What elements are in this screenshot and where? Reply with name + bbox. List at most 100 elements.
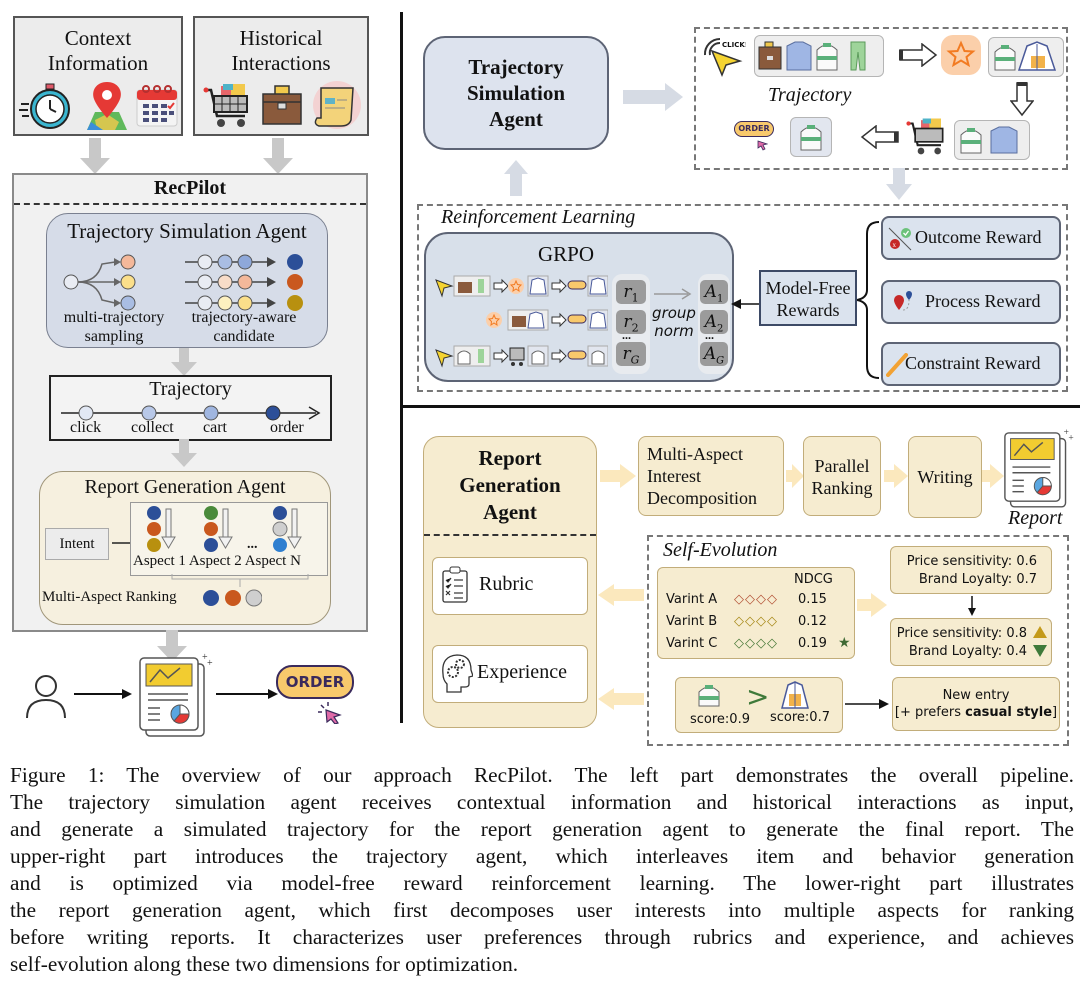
trajectory-aware-candidate-diagram: [185, 254, 303, 311]
context-title-line2: Information: [47, 51, 149, 75]
context-information-box: Context Information: [13, 16, 183, 136]
model-free-line2: Rewards: [776, 300, 840, 320]
caption-line-3: and generate a simulated trajectory for …: [10, 817, 1074, 841]
ts-agent-title: Trajectory Simulation Agent: [425, 54, 607, 132]
step-parallel-ranking: Parallel Ranking: [803, 436, 881, 516]
new-entry-title: New entry: [942, 688, 1010, 703]
decomposition-line2: Interest: [647, 466, 701, 486]
reinforcement-learning-box: Reinforcement Learning GRPO: [417, 204, 1068, 392]
initial-items: [758, 41, 866, 71]
sweater-item-icon: [698, 685, 720, 707]
best-star-icon: ★: [838, 635, 851, 651]
report-generation-agent-card: Report Generation Agent Rubric Experienc…: [423, 436, 597, 728]
group-norm-arrow: [654, 288, 692, 300]
arrow-agent-to-decomposition: [600, 464, 636, 488]
cart-action-icon: [906, 118, 944, 155]
reward-rg: rG: [616, 342, 646, 366]
candidate-row-1: [185, 254, 303, 270]
user-icon: [26, 675, 66, 719]
recpilot-title: RecPilot: [153, 177, 227, 199]
rg-agent-title-line1: Report: [478, 446, 542, 470]
reward-r1-base: r: [623, 282, 632, 302]
advantage-a1: A1: [700, 280, 728, 304]
svg-text:x: x: [893, 241, 897, 249]
receipt-scroll-icon: [313, 81, 361, 129]
experience-card: Experience: [432, 645, 588, 703]
grpo-trajectories: [435, 275, 608, 368]
arrow-trajectory-to-rl: [886, 168, 912, 200]
cursor-click-icon: [318, 702, 342, 724]
variant-b-name: Varint B: [666, 614, 718, 629]
aspect-1-column: [147, 506, 176, 552]
reward-r1: r1: [616, 280, 646, 304]
calendar-icon: [136, 85, 178, 127]
advantage-a2-sub: 2: [716, 323, 724, 335]
intent-box: Intent: [45, 528, 109, 560]
arrow-user-to-report: [74, 689, 132, 699]
arrow-rewards-to-grpo: [731, 299, 759, 309]
rubric-card: Rubric: [432, 557, 588, 615]
report-icon: ++: [139, 652, 213, 737]
briefcase-icon: [262, 85, 302, 125]
constraint-reward-label: Constraint Reward: [905, 353, 1041, 373]
grpo-trajectory-3: [435, 345, 608, 368]
writing-label: Writing: [917, 467, 973, 487]
step-collect-dot: [141, 405, 157, 421]
arrow-ranking-to-writing: [884, 464, 908, 488]
variant-row-b: Varint B ◇◇◇◇ 0.12: [666, 614, 852, 634]
advantage-a2: A2: [700, 310, 728, 334]
variant-a-ndcg: 0.15: [798, 592, 827, 607]
click-cursor-icon: CLICK!: [703, 37, 746, 77]
model-free-line1: Model-Free: [765, 278, 851, 298]
step-collect-label: collect: [131, 419, 174, 436]
order-mini-label: ORDER: [738, 124, 770, 133]
parallel-ranking-line1: Parallel: [814, 456, 870, 476]
advantage-ag: AG: [700, 342, 728, 366]
rg-agent-title-line2: Generation: [459, 473, 561, 497]
aspect-n-column: [272, 506, 302, 552]
rg-agent-title: Report Generation Agent: [424, 445, 596, 526]
experience-label: Experience: [477, 661, 567, 683]
arrow-table-to-profile: [857, 593, 887, 617]
advantage-a1-base: A: [704, 282, 717, 302]
rewards-brace: [857, 221, 880, 379]
profile-after-price: Price sensitivity: 0.8: [896, 626, 1027, 641]
caption-line-4: upper-right part introduces the trajecto…: [10, 844, 1074, 868]
arrow-agent-to-trajectory: [623, 83, 683, 111]
historical-interactions-box: Historical Interactions: [193, 16, 369, 136]
step-writing: Writing: [908, 436, 982, 518]
caption-line-2: The trajectory simulation agent receives…: [10, 790, 1074, 814]
order-label: ORDER: [285, 673, 345, 691]
rubric-clipboard-icon: [442, 566, 468, 603]
aspect-2-label: Aspect 2: [188, 553, 242, 569]
arrow-right-hollow-1: [899, 43, 938, 67]
candidate-row-2: [185, 274, 303, 290]
parallel-ranking-line2: Ranking: [811, 478, 873, 498]
advantage-a2-base: A: [704, 312, 717, 332]
variant-c-diamonds: ◇◇◇◇: [734, 636, 778, 651]
rg-agent-divider: [424, 534, 596, 536]
arrow-down-hollow: [1010, 82, 1034, 117]
horizontal-divider: [400, 405, 1080, 408]
green-pants-item: [850, 41, 866, 71]
rg-agent-title-line3: Agent: [483, 500, 537, 524]
arrow-evolution-to-experience: [598, 688, 644, 710]
new-entry-suffix: ]: [1052, 705, 1058, 720]
history-title-line1: Historical: [239, 26, 323, 50]
svg-text:+: +: [1064, 428, 1069, 438]
arrow-report-to-order: [216, 689, 278, 699]
aspect-ellipsis: ...: [247, 537, 258, 552]
caption-line-8: self-evolution along these two dimension…: [10, 952, 519, 976]
group-norm-label: group norm: [650, 304, 698, 340]
ts-agent-title-line1: Trajectory: [468, 55, 564, 79]
variant-b-diamonds: ◇◇◇◇: [734, 614, 778, 629]
step-click-dot: [78, 405, 94, 421]
recpilot-container: RecPilot Trajectory Simulation Agent mul…: [12, 173, 368, 632]
collected-items: [994, 41, 1057, 71]
step-cart-dot: [203, 405, 219, 421]
shopping-cart-icon: [203, 84, 248, 127]
briefcase-item: [758, 41, 782, 70]
trajectory-italic-label: Trajectory: [768, 84, 852, 106]
reward-r2-sub: 2: [631, 321, 639, 335]
context-title-line1: Context: [64, 26, 132, 50]
